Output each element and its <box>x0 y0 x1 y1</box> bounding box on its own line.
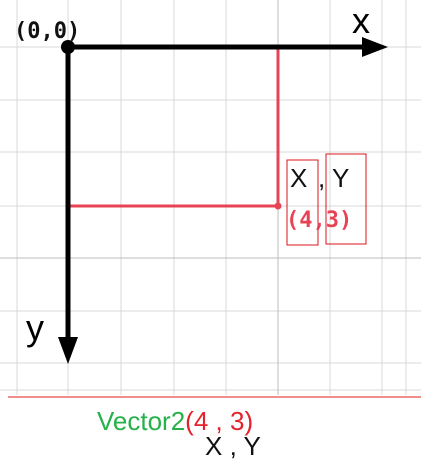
x-component-box <box>286 159 319 246</box>
point-marker <box>274 202 282 210</box>
caption-close-paren: ) <box>244 406 253 436</box>
caption-prefix: Vector2 <box>97 406 185 436</box>
x-component-label: X <box>290 163 307 193</box>
vector2-caption: Vector2(4 , 3) <box>97 406 253 436</box>
y-axis-label: y <box>26 307 44 348</box>
origin-label: (0,0) <box>14 19 80 44</box>
x-axis-label: x <box>352 0 370 41</box>
origin-dot <box>61 40 75 54</box>
caption-open-paren: ( <box>185 406 194 436</box>
y-axis-arrowhead <box>58 337 78 364</box>
y-component-label: Y <box>332 163 349 193</box>
point-coordinates-label: (4,3) <box>286 208 352 233</box>
comma-label: , <box>318 163 325 193</box>
caption-y-value: 3 <box>230 406 244 436</box>
grid <box>0 0 421 395</box>
caption-separator: , <box>208 406 230 436</box>
caption-components: X , Y <box>205 431 261 461</box>
caption-x-value: 4 <box>194 406 208 436</box>
x-axis-arrowhead <box>362 37 388 57</box>
y-component-box <box>325 153 367 245</box>
